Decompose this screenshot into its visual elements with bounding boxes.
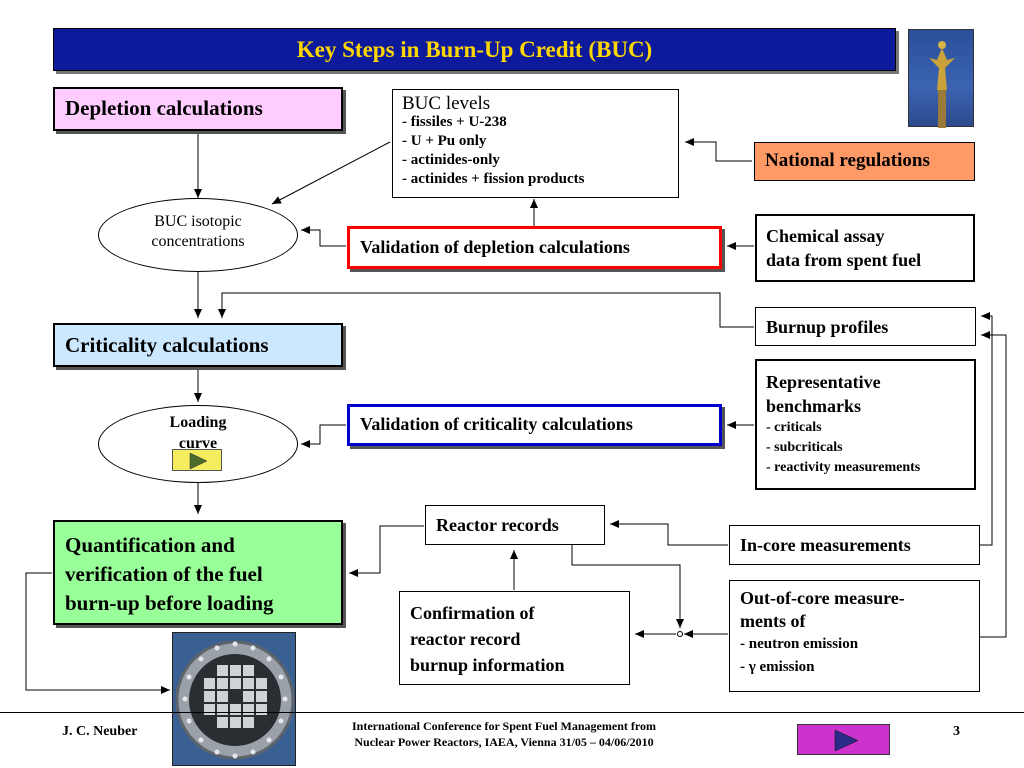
outcore-line2: ments of	[740, 611, 806, 631]
national-regulations-box: National regulations	[754, 142, 975, 181]
out-of-core-measurements-box: Out-of-core measure- ments of - neutron …	[729, 580, 980, 692]
loading-line1: Loading	[169, 414, 227, 431]
benchmarks-title1: Representative	[766, 372, 881, 392]
buc-level-item: - actinides-only	[402, 152, 500, 168]
reactor-records-label: Reactor records	[436, 515, 559, 535]
conference-line1: International Conference for Spent Fuel …	[352, 719, 656, 733]
buc-levels-title: BUC levels	[402, 93, 491, 114]
validation-criticality-label: Validation of criticality calculations	[360, 414, 633, 434]
depletion-label: Depletion calculations	[65, 96, 263, 120]
in-core-label: In-core measurements	[740, 535, 911, 555]
loading-line2: curve	[178, 435, 218, 452]
buc-level-item: - U + Pu only	[402, 133, 487, 149]
depletion-calculations-box: Depletion calculations	[53, 87, 343, 131]
burnup-profiles-box: Burnup profiles	[755, 307, 976, 346]
chemical-assay-box: Chemical assay data from spent fuel	[755, 214, 975, 282]
isotopic-line1: BUC isotopic	[154, 213, 242, 230]
fuel-cask-image	[172, 632, 296, 766]
chem-assay-line2: data from spent fuel	[766, 250, 922, 270]
quant-line2: verification of the fuel	[65, 562, 263, 586]
quantification-box: Quantification and verification of the f…	[53, 520, 343, 625]
national-regulations-label: National regulations	[765, 150, 930, 171]
confirmation-box: Confirmation of reactor record burnup in…	[399, 591, 630, 685]
benchmark-item: - subcriticals	[766, 440, 843, 455]
page-number: 3	[953, 724, 960, 739]
reactor-records-box: Reactor records	[425, 505, 605, 545]
statue-image	[908, 29, 974, 128]
play-icon	[834, 729, 859, 752]
criticality-label: Criticality calculations	[65, 333, 269, 357]
benchmarks-title2: benchmarks	[766, 396, 862, 416]
buc-isotopic-concentrations: BUC isotopic concentrations	[98, 198, 298, 272]
criticality-calculations-box: Criticality calculations	[53, 323, 343, 367]
confirm-line2: reactor record	[410, 629, 521, 649]
benchmark-item: - reactivity measurements	[766, 460, 921, 475]
next-slide-button[interactable]	[797, 724, 890, 755]
play-icon	[189, 452, 208, 470]
confirm-line1: Confirmation of	[410, 603, 535, 623]
chem-assay-line1: Chemical assay	[766, 226, 885, 246]
outcore-line1: Out-of-core measure-	[740, 588, 905, 608]
representative-benchmarks-box: Representative benchmarks - criticals - …	[755, 359, 976, 490]
burnup-profiles-label: Burnup profiles	[766, 317, 889, 337]
loading-curve-play-button[interactable]	[172, 449, 222, 471]
footer-conference: International Conference for Spent Fuel …	[304, 718, 704, 750]
outcore-item: - neutron emission	[740, 636, 859, 652]
validation-depletion-box: Validation of depletion calculations	[347, 226, 722, 269]
footer-divider	[0, 712, 1024, 713]
isotopic-line2: concentrations	[151, 233, 245, 250]
quant-line3: burn-up before loading	[65, 591, 274, 615]
quant-line1: Quantification and	[65, 533, 235, 557]
buc-level-item: - fissiles + U-238	[402, 114, 507, 130]
validation-depletion-label: Validation of depletion calculations	[360, 237, 630, 257]
outcore-item: - γ emission	[740, 659, 815, 675]
in-core-measurements-box: In-core measurements	[729, 525, 980, 565]
page-title: Key Steps in Burn-Up Credit (BUC)	[53, 28, 896, 71]
validation-criticality-box: Validation of criticality calculations	[347, 404, 722, 446]
footer-author: J. C. Neuber	[62, 724, 138, 739]
conference-line2: Nuclear Power Reactors, IAEA, Vienna 31/…	[354, 735, 654, 749]
confirm-line3: burnup information	[410, 655, 565, 675]
benchmark-item: - criticals	[766, 420, 822, 435]
buc-level-item: - actinides + fission products	[402, 171, 585, 187]
buc-levels-box: BUC levels - fissiles + U-238 - U + Pu o…	[392, 89, 679, 198]
